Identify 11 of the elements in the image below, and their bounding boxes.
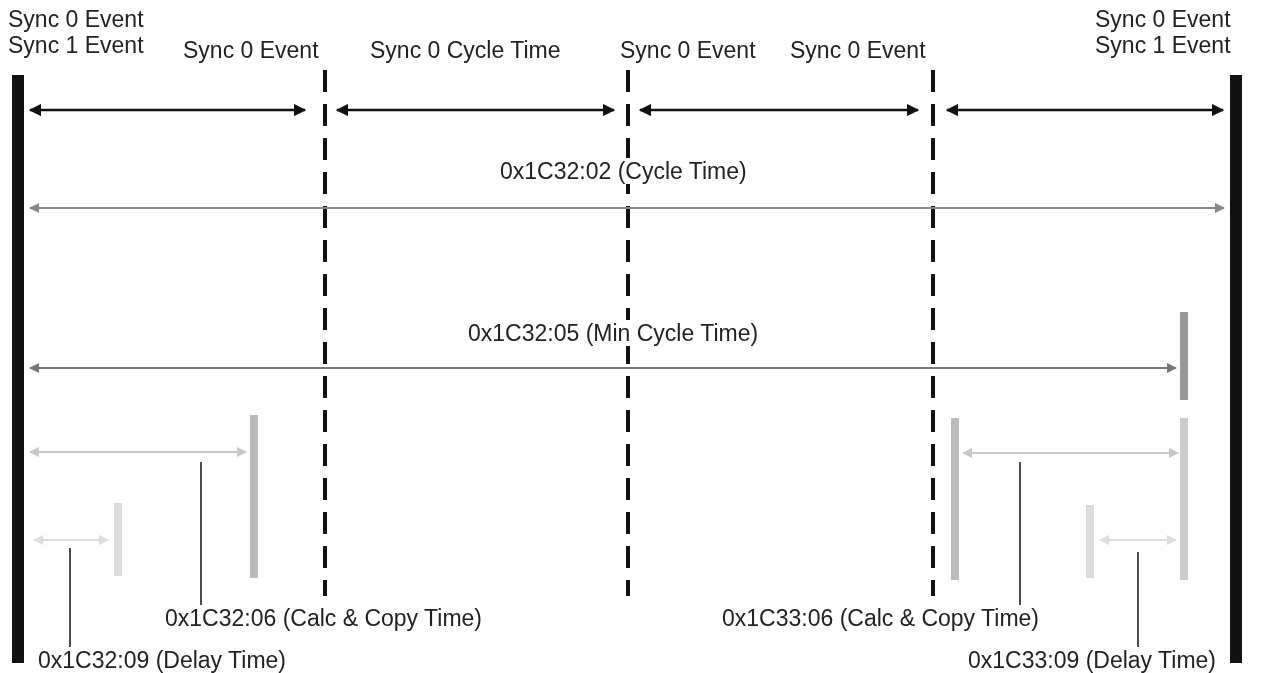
dimension-label: 0x1C32:05 (Min Cycle Time) <box>468 320 759 346</box>
callout-label: 0x1C33:09 (Delay Time) <box>968 647 1216 673</box>
leader-line <box>1019 461 1021 608</box>
callout-label: 0x1C32:06 (Calc & Copy Time) <box>165 605 482 631</box>
callout-label: 0x1C32:09 (Delay Time) <box>38 647 286 673</box>
dimension-label: 0x1C32:02 (Cycle Time) <box>500 158 747 184</box>
leader-line <box>1137 551 1139 650</box>
dimension-label: Sync 0 Cycle Time <box>370 37 561 63</box>
leader-line <box>200 461 202 608</box>
leader-line <box>69 547 71 650</box>
callout-label: 0x1C33:06 (Calc & Copy Time) <box>722 605 1039 631</box>
